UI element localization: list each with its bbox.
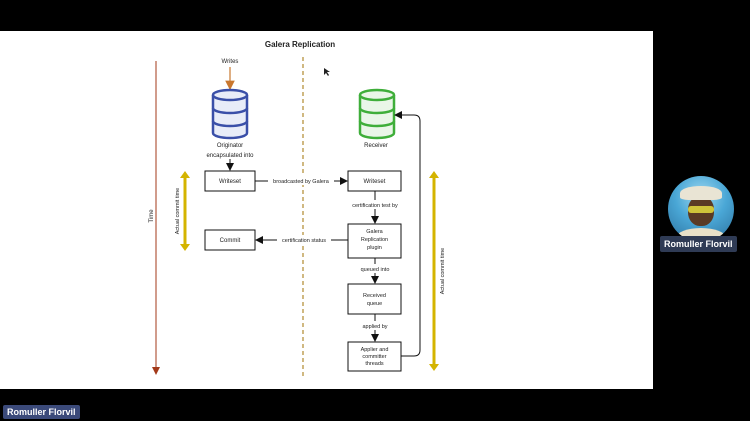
- originator-database-icon: [211, 88, 249, 140]
- received-queue-box: [347, 283, 402, 315]
- plugin-line-3: plugin: [367, 245, 382, 251]
- actual-commit-time-left: Actual commit time: [175, 188, 181, 234]
- originator-label: Originator: [217, 143, 243, 149]
- applier-line-2: committer: [362, 354, 386, 360]
- participant-avatar: [668, 176, 734, 242]
- writes-label: Writes: [222, 59, 239, 65]
- writeset-right-text: Writeset: [364, 179, 386, 185]
- participant-name-tag: Romuller Florvil: [660, 236, 737, 252]
- applier-line-3: threads: [365, 361, 384, 367]
- applier-to-receiver-arrow: [394, 111, 421, 357]
- encapsulated-label: encapsulated into: [206, 153, 254, 159]
- certification-status-label: certification status: [282, 238, 326, 244]
- diagram-title: Galera Replication: [265, 40, 335, 49]
- queue-line-1: Received: [363, 293, 386, 299]
- actual-commit-time-right: Actual commit time: [440, 248, 446, 294]
- shared-screen-slide: Galera Replication Time Writes Originato…: [0, 31, 653, 389]
- receiver-database-icon: [358, 88, 396, 140]
- queued-label: queued into: [361, 267, 390, 273]
- self-name-tag: Romuller Florvil: [3, 405, 80, 419]
- mouse-cursor-icon: [324, 68, 330, 76]
- galera-replication-diagram: Galera Replication Time Writes Originato…: [149, 40, 446, 379]
- left-commit-time-bar: [180, 171, 190, 251]
- writeset-left-text: Writeset: [219, 179, 241, 185]
- time-label: Time: [149, 209, 155, 223]
- plugin-line-1: Galera: [366, 229, 383, 235]
- participant-video-tile[interactable]: [660, 176, 746, 256]
- queue-line-2: queue: [367, 301, 382, 307]
- broadcast-label: broadcasted by Galera: [273, 179, 330, 185]
- certification-test-label: certification test by: [352, 203, 398, 209]
- applier-line-1: Applier and: [361, 347, 389, 353]
- right-commit-time-bar: [429, 171, 439, 371]
- applier-threads-box: [347, 341, 402, 372]
- receiver-label: Receiver: [364, 143, 388, 149]
- plugin-line-2: Replication: [361, 237, 388, 243]
- commit-text: Commit: [220, 238, 241, 244]
- applied-label: applied by: [362, 324, 387, 330]
